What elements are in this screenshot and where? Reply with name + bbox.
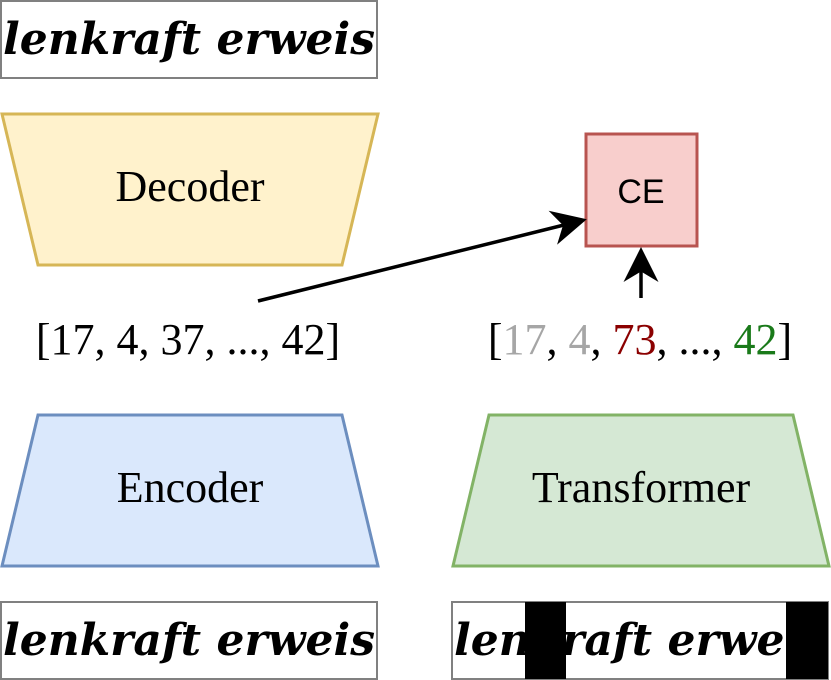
target-token-2: , <box>547 315 569 364</box>
target-token-7: 42 <box>734 315 778 364</box>
decoder-block: Decoder <box>0 112 380 267</box>
target-token-8: ] <box>778 315 793 364</box>
ce-label: CE <box>617 173 664 211</box>
target-token-3: 4 <box>569 315 591 364</box>
top-text-image-label: lenkraft erweis <box>3 14 375 65</box>
target-sequence: [17, 4, 73, ..., 42] <box>488 315 792 364</box>
target-token-4: , <box>591 315 613 364</box>
predicted-sequence: [17, 4, 37, ..., 42] <box>36 315 340 364</box>
prediction-arrow <box>257 210 587 303</box>
encoder-block: Encoder <box>0 413 380 568</box>
masked-text-image-label: lenkraft erweis <box>454 615 826 666</box>
masked-text-image: lenkraft erweis <box>451 601 829 680</box>
input-text-image: lenkraft erweis <box>0 601 378 680</box>
input-text-image-label: lenkraft erweis <box>3 615 375 666</box>
ce-loss-box: CE <box>584 132 699 248</box>
target-token-6: , ..., <box>657 315 734 364</box>
mask-block-right <box>786 602 828 679</box>
top-text-image: lenkraft erweis <box>0 0 378 79</box>
transformer-label: Transformer <box>532 463 751 512</box>
encoder-label: Encoder <box>117 463 264 512</box>
decoder-label: Decoder <box>115 162 264 211</box>
mask-block-left <box>525 602 566 679</box>
transformer-block: Transformer <box>451 413 831 568</box>
target-token-0: [ <box>488 315 503 364</box>
target-token-5: 73 <box>613 315 657 364</box>
target-token-1: 17 <box>503 315 547 364</box>
